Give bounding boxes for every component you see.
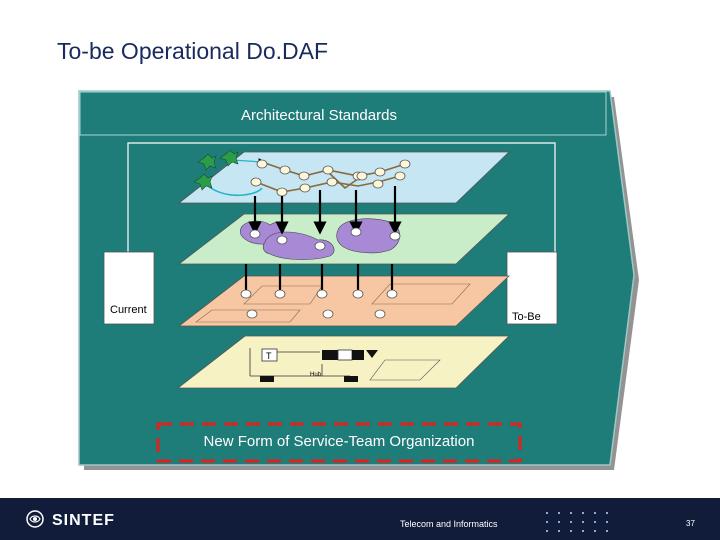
layer-third-inner3 xyxy=(195,309,301,323)
third-layer-nodes xyxy=(240,289,398,319)
second-layer-nodes xyxy=(249,227,401,251)
green-star-icon xyxy=(197,153,217,171)
layer-bottom-system xyxy=(176,335,510,389)
equipment-box xyxy=(337,349,353,361)
dodaf-diagram: T Hub Architectural Standards Current To… xyxy=(78,90,639,470)
bottom-label: New Form of Service-Team Organization xyxy=(204,433,475,450)
equipment-box xyxy=(352,350,364,360)
standards-band xyxy=(79,91,607,136)
layer-bottom-inner xyxy=(369,359,441,381)
footer-bar: SINTEF Telecom and Informatics 37 xyxy=(0,498,720,540)
connectors-top-to-second xyxy=(248,186,402,235)
current-box xyxy=(103,251,155,325)
dot-grid-decoration xyxy=(546,512,608,532)
layer-third-inner2 xyxy=(371,283,471,305)
top-layer-nodes xyxy=(250,159,411,197)
green-star-icon xyxy=(219,149,239,167)
hub-label: Hub xyxy=(310,372,322,378)
green-star-icon xyxy=(193,173,213,191)
antenna-icon xyxy=(366,350,378,358)
tobe-label: To-Be xyxy=(512,311,541,323)
layer-third-physical xyxy=(177,275,511,327)
node-t-box xyxy=(261,348,278,362)
terminal-icon xyxy=(260,376,274,382)
slide-title: To-be Operational Do.DAF xyxy=(57,38,329,64)
node-t-label: T xyxy=(266,351,272,361)
connectors-second-to-third xyxy=(244,264,394,292)
service-team-box xyxy=(156,422,522,463)
layer-third-inner1 xyxy=(243,285,323,305)
equipment-box xyxy=(322,350,338,360)
feedback-arrow xyxy=(207,185,263,197)
page-number: 37 xyxy=(686,519,695,528)
feedback-loop-line xyxy=(127,142,556,252)
sintef-logo-icon xyxy=(26,510,44,528)
top-label: Architectural Standards xyxy=(241,107,397,124)
footer-caption: Telecom and Informatics xyxy=(400,519,498,529)
tobe-box xyxy=(506,251,558,325)
sintef-logo-text: SINTEF xyxy=(52,512,115,529)
current-label: Current xyxy=(110,304,147,316)
terminal-icon xyxy=(344,376,358,382)
